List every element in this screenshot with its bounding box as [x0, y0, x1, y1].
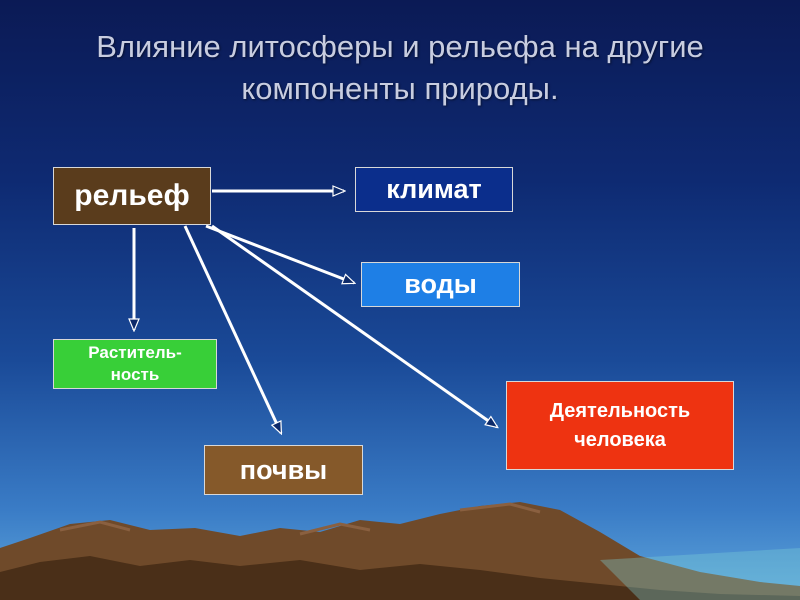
mountain-ridge-highlight	[59, 502, 541, 536]
node-vegetation-label-line-1: Раститель-	[88, 343, 182, 362]
slide-title: Влияние литосферы и рельефа на другие ко…	[0, 26, 800, 110]
arrow-relief-to-human	[211, 224, 497, 427]
node-relief: рельеф	[53, 167, 211, 225]
node-waters-label: воды	[404, 269, 477, 299]
slide-title-line-1: Влияние литосферы и рельефа на другие	[96, 29, 704, 64]
node-human-activity: Деятельность человека	[506, 381, 734, 470]
arrow-relief-to-waters	[205, 224, 354, 285]
node-soils-label: почвы	[239, 454, 328, 485]
slide-title-line-2: компоненты природы.	[241, 71, 559, 106]
node-vegetation: Раститель- ность	[53, 339, 217, 389]
node-soils: почвы	[204, 445, 363, 495]
node-human-activity-label-line-2: человека	[574, 428, 666, 451]
node-vegetation-label-line-2: ность	[110, 365, 160, 384]
node-waters: воды	[361, 262, 520, 307]
node-climate-label: климат	[386, 174, 482, 204]
sea-strip	[600, 548, 800, 600]
node-human-activity-label-line-1: Деятельность	[549, 399, 691, 422]
mountain-near	[0, 556, 800, 600]
node-relief-label: рельеф	[74, 179, 190, 212]
arrow-relief-to-soils	[183, 225, 283, 433]
node-climate: климат	[355, 167, 513, 212]
